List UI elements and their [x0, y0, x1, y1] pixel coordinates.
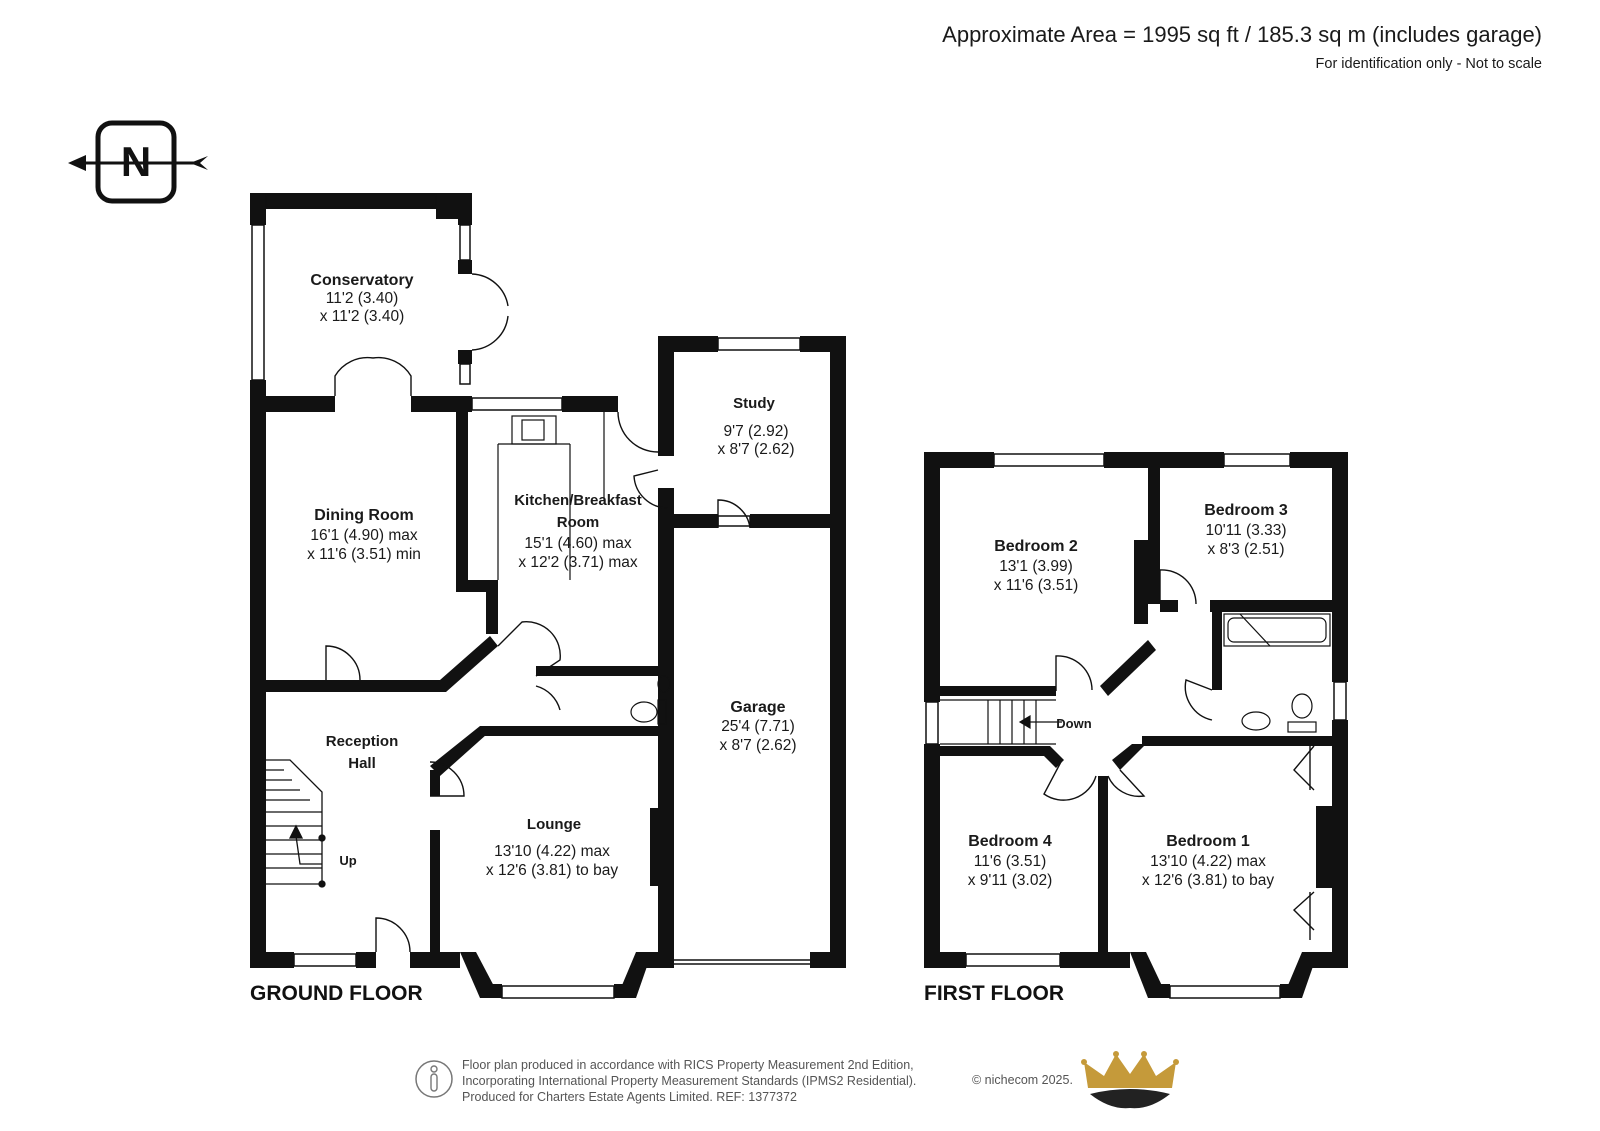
lounge-dim2: x 12'6 (3.81) to bay [486, 862, 618, 879]
floor-titles: GROUND FLOOR FIRST FLOOR [250, 982, 1064, 1005]
bathroom-fittings [1223, 613, 1331, 733]
bedroom3-dim1: 10'11 (3.33) [1205, 522, 1286, 539]
reception-name-1: Reception [326, 733, 399, 750]
dining-room-dim1: 16'1 (4.90) max [310, 527, 417, 544]
footer-text: Floor plan produced in accordance with R… [462, 1057, 916, 1105]
conservatory-dim2: x 11'2 (3.40) [320, 308, 405, 325]
garage-name: Garage [730, 699, 785, 716]
bedroom4-dim1: 11'6 (3.51) [974, 853, 1046, 870]
stairs-down-label: Down [1056, 716, 1091, 731]
garage-dim1: 25'4 (7.71) [721, 718, 795, 735]
footer-line-1: Floor plan produced in accordance with R… [462, 1058, 914, 1072]
reception-name-2: Hall [348, 755, 376, 772]
stairs-up [266, 759, 326, 888]
lounge-dim1: 13'10 (4.22) max [494, 843, 610, 860]
bedroom3-name: Bedroom 3 [1204, 502, 1288, 519]
bedroom2-dim1: 13'1 (3.99) [999, 558, 1073, 575]
person-icon [415, 1060, 453, 1098]
room-labels: Conservatory 11'2 (3.40) x 11'2 (3.40) D… [307, 272, 1288, 889]
footer-line-2: Incorporating International Property Mea… [462, 1074, 917, 1088]
crown-logo-icon [1081, 1051, 1179, 1109]
bedroom2-name: Bedroom 2 [994, 538, 1078, 555]
compass-letter: N [121, 138, 151, 185]
bedroom4-name: Bedroom 4 [968, 833, 1052, 850]
copyright: © nichecom 2025. [972, 1073, 1073, 1087]
study-dim2: x 8'7 (2.62) [717, 441, 794, 458]
bedroom1-dim1: 13'10 (4.22) max [1150, 853, 1266, 870]
kitchen-dim1: 15'1 (4.60) max [524, 535, 631, 552]
dining-room-dim2: x 11'6 (3.51) min [307, 546, 421, 563]
kitchen-fittings [497, 412, 671, 725]
bedroom4-dim2: x 9'11 (3.02) [968, 872, 1053, 889]
garage-dim2: x 8'7 (2.62) [719, 737, 796, 754]
ground-floor-title: GROUND FLOOR [250, 982, 423, 1005]
conservatory-name: Conservatory [310, 272, 413, 289]
stairs-down [940, 699, 1062, 745]
approximate-area: Approximate Area = 1995 sq ft / 185.3 sq… [942, 22, 1542, 47]
ground-floor-windows [251, 194, 810, 999]
stairs-up-label: Up [339, 853, 356, 868]
ground-floor-doors [325, 273, 751, 953]
scale-note: For identification only - Not to scale [1315, 56, 1542, 72]
kitchen-name-1: Kitchen/Breakfast [514, 492, 642, 509]
study-dim1: 9'7 (2.92) [724, 423, 789, 440]
study-name: Study [733, 395, 775, 412]
kitchen-dim2: x 12'2 (3.71) max [518, 554, 638, 571]
first-floor-doors [1043, 569, 1315, 940]
footer-line-3: Produced for Charters Estate Agents Limi… [462, 1090, 797, 1104]
first-floor-walls [924, 452, 1348, 998]
first-floor-title: FIRST FLOOR [924, 982, 1064, 1005]
bedroom3-dim2: x 8'3 (2.51) [1207, 541, 1284, 558]
first-floor-windows [925, 453, 1347, 999]
ground-floor-walls [250, 193, 846, 998]
north-arrow-icon: N [68, 120, 208, 204]
dining-room-name: Dining Room [314, 507, 414, 524]
conservatory-dim1: 11'2 (3.40) [326, 290, 398, 307]
bedroom2-dim2: x 11'6 (3.51) [994, 577, 1079, 594]
bedroom1-name: Bedroom 1 [1166, 833, 1250, 850]
bedroom1-dim2: x 12'6 (3.81) to bay [1142, 872, 1274, 889]
lounge-name: Lounge [527, 816, 581, 833]
kitchen-name-2: Room [557, 514, 600, 531]
